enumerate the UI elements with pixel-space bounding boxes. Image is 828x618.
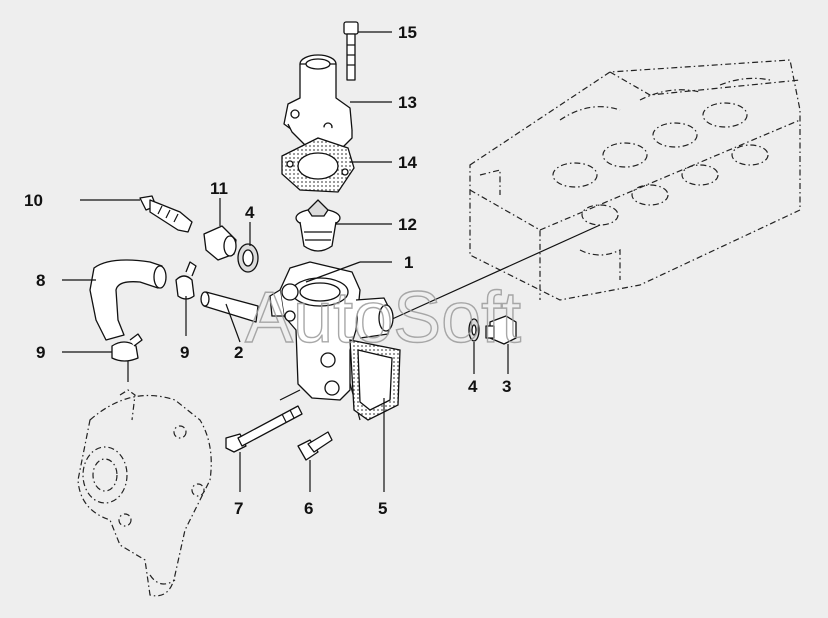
adapter-part-11 xyxy=(203,225,237,261)
label-4b: 4 xyxy=(468,377,478,396)
plug-part-3 xyxy=(485,315,517,345)
label-1: 1 xyxy=(404,253,413,272)
callout-labels: 15 13 14 12 1 10 11 4 8 9 9 2 4 3 7 6 5 xyxy=(24,23,511,518)
watermark-text: AutoSoft xyxy=(245,278,521,358)
short-bolt-part-6 xyxy=(297,431,333,461)
clamp-part-9-lower xyxy=(111,333,143,362)
label-14: 14 xyxy=(398,153,417,172)
water-pump-outline xyxy=(77,389,212,597)
callout-leaders xyxy=(62,31,509,492)
washer-part-4-left xyxy=(237,243,259,273)
label-2: 2 xyxy=(234,343,243,362)
housing-gasket-part-5 xyxy=(349,339,401,421)
label-9a: 9 xyxy=(36,343,45,362)
clamp-part-9-upper xyxy=(175,261,197,300)
pipe-part-2 xyxy=(200,291,259,323)
label-5: 5 xyxy=(378,499,387,518)
label-11: 11 xyxy=(210,179,228,198)
label-4a: 4 xyxy=(245,203,255,222)
label-6: 6 xyxy=(304,499,313,518)
label-15: 15 xyxy=(398,23,417,42)
thermostat-part-12 xyxy=(295,199,341,252)
label-9b: 9 xyxy=(180,343,189,362)
thermostat-housing-part-1 xyxy=(269,261,394,401)
label-13: 13 xyxy=(398,93,417,112)
washer-part-4-right xyxy=(468,318,480,342)
hose-part-8 xyxy=(89,259,167,341)
label-8: 8 xyxy=(36,271,45,290)
cylinder-head-outline xyxy=(469,59,801,301)
label-12: 12 xyxy=(398,215,417,234)
sensor-part-10 xyxy=(139,195,193,233)
bolt-part-15 xyxy=(343,21,359,81)
label-7: 7 xyxy=(234,499,243,518)
label-10: 10 xyxy=(24,191,43,210)
thermostat-cover-part-13 xyxy=(283,54,353,151)
long-bolt-part-7 xyxy=(225,405,303,453)
gasket-part-14 xyxy=(281,137,355,193)
label-3: 3 xyxy=(502,377,511,396)
